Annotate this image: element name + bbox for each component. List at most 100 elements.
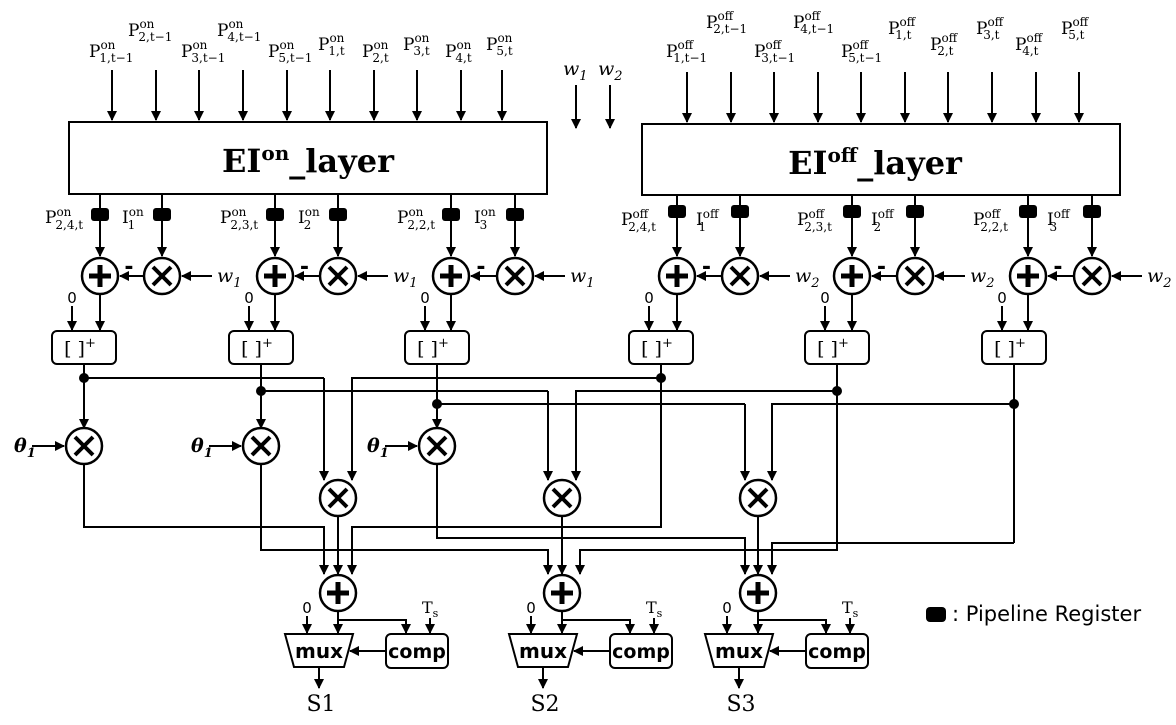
pipeline-register [1083,205,1101,218]
multiplier-icon [318,256,358,296]
mux-label: mux [519,639,567,663]
ts-label: Ts [646,598,663,620]
weight-label: w1 [570,265,595,291]
final-adder-icon [542,573,582,613]
comp-label: comp [612,641,670,663]
multiplier-icon [495,256,535,296]
relu-label: [ ]+ [241,336,273,360]
legend: : Pipeline Register [926,602,1141,626]
relu-label: [ ]+ [64,336,96,360]
weight-label: w1 [563,58,588,84]
relu-block: [ ]+ [628,330,694,365]
multiplier-icon [895,256,935,296]
zero-input-label: 0 [820,289,830,307]
zero-input-label: 0 [67,289,77,307]
mux-block: mux [703,633,775,668]
pipeline-register [442,208,460,221]
relu-block: [ ]+ [51,330,117,365]
pipeline-registers [91,205,1101,221]
ei-on-layer-label: EIon_layer [222,141,395,180]
theta-multiplier-icon [417,426,457,466]
cross-multiplier-icon [318,478,358,518]
adder-icon [80,256,120,296]
adder-icon [1008,256,1048,296]
comp-label: comp [388,641,446,663]
relu-block: [ ]+ [981,330,1047,365]
pipeline-register [506,208,524,221]
on-input-arrows [107,70,507,121]
off-output-column [672,195,1097,257]
minus-sign: - [124,255,133,280]
adder-icon [657,256,697,296]
pipeline-register [153,208,171,221]
weight-label: w2 [598,58,623,84]
theta-label: θ1 [14,435,36,461]
mux-label: mux [295,639,343,663]
pipeline-register [843,205,861,218]
multiplier-icon [1072,256,1112,296]
on-output-column [95,194,520,257]
weight-label: w1 [217,265,242,291]
minus-sign: - [476,255,485,280]
ts-label: Ts [422,598,439,620]
comp-label: comp [808,641,866,663]
crossbar-wires [79,364,1019,575]
zero-input-label: 0 [526,599,536,617]
relu-block: [ ]+ [404,330,470,365]
mux-block: mux [283,633,355,668]
cross-multiplier-icon [542,478,582,518]
zero-input-label: 0 [644,289,654,307]
legend-label: : Pipeline Register [952,602,1141,626]
minus-sign: - [877,255,886,280]
comp-block: comp [805,633,869,669]
weight-label: w2 [970,265,995,291]
minus-sign: - [702,255,711,280]
zero-input-label: 0 [722,599,732,617]
adder-icon [832,256,872,296]
theta-multiplier-icon [64,426,104,466]
weighting-units: -w10[ ]+-w10[ ]+-w10[ ]+-w20[ ]+-w20[ ]+… [51,255,1172,365]
final-adder-icon [738,573,778,613]
legend-register-icon [926,607,946,622]
weight-label: w2 [1147,265,1172,291]
pipeline-register [906,205,924,218]
minus-sign: - [1053,255,1062,280]
zero-input-label: 0 [997,289,1007,307]
relu-label: [ ]+ [417,336,449,360]
minus-sign: - [300,255,309,280]
comp-block: comp [385,633,449,669]
multiplier-icon [720,256,760,296]
multiplier-icon [142,256,182,296]
